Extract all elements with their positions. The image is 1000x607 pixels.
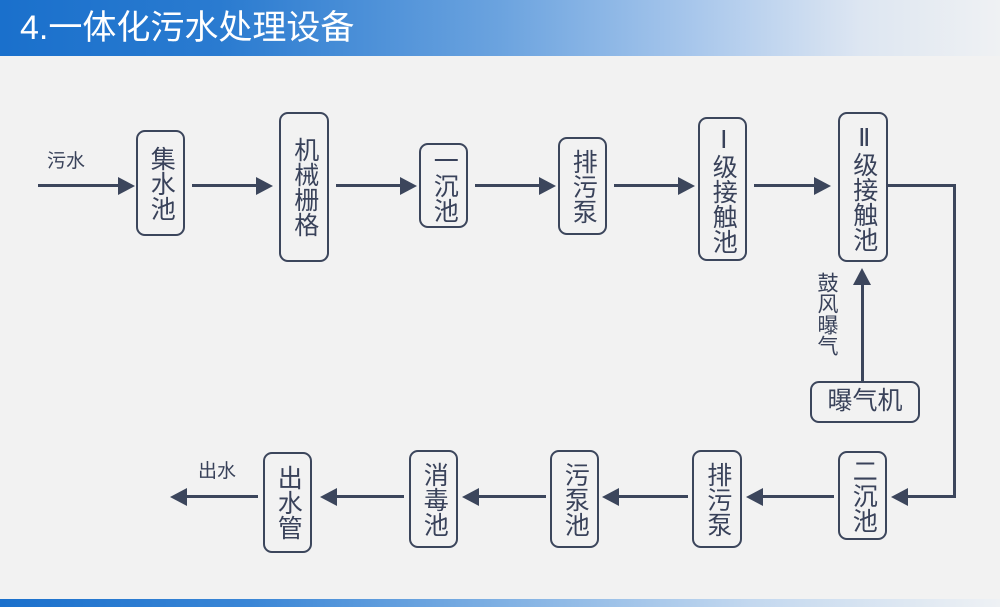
slide-header-bar: 4.一体化污水处理设备 (0, 0, 1000, 56)
edge-primary-settler-to-pump (475, 184, 543, 187)
node-label: 排污泵 (703, 461, 732, 537)
edge-aerator-to-contact2 (861, 285, 864, 381)
node-label: 排污泵 (569, 148, 598, 224)
node-disinfection-tank[interactable]: 消毒池 (409, 450, 458, 548)
arrowhead-pump-to-sludge-pump-tank (602, 488, 619, 506)
node-label: Ⅰ级接触池 (709, 124, 738, 254)
arrowhead-sludge-pump-tank-to-disinfection (462, 488, 479, 506)
arrowhead-pump-to-contact1 (678, 177, 695, 195)
edge-right-vertical-drop (953, 184, 956, 497)
node-label: 集水池 (147, 145, 176, 221)
annotation-blower-aeration: 鼓风曝气 (815, 272, 838, 356)
node-label: 曝气机 (827, 387, 903, 416)
node-label: 出水管 (274, 465, 303, 540)
arrowhead-primary-settler-to-pump (539, 177, 556, 195)
annotation-influent: 污水 (47, 151, 86, 172)
arrowhead-effluent (170, 488, 187, 506)
slide-footer-bar (0, 599, 1000, 607)
edge-outlet-pipe-to-effluent (186, 495, 258, 498)
node-sludge-pump-tank[interactable]: 污泵池 (550, 450, 599, 548)
node-sewage-pump-bottom[interactable]: 排污泵 (692, 450, 742, 548)
node-collection-tank[interactable]: 集水池 (136, 130, 185, 236)
node-primary-settling-tank[interactable]: 一沉池 (419, 143, 468, 228)
node-label: 污泵池 (561, 461, 590, 537)
edge-contact2-right-segment (888, 184, 956, 187)
annotation-effluent: 出水 (198, 461, 237, 482)
arrowhead-to-secondary-settler (891, 488, 908, 506)
arrowhead-collection-to-grating (256, 177, 273, 195)
arrowhead-disinfection-to-outlet-pipe (320, 488, 337, 506)
node-label: 消毒池 (420, 461, 449, 537)
edge-contact1-to-contact2 (754, 184, 818, 187)
edge-sludge-pump-tank-to-disinfection (478, 495, 546, 498)
node-label: Ⅱ级接触池 (849, 122, 878, 252)
node-secondary-settling-tank[interactable]: 二沉池 (838, 451, 887, 540)
edge-pump-to-contact1 (614, 184, 682, 187)
edge-collection-to-grating (192, 184, 260, 187)
node-label: 机械栅格 (290, 137, 319, 237)
edge-secondary-settler-to-pump (762, 495, 834, 498)
node-sewage-pump-top[interactable]: 排污泵 (558, 137, 607, 235)
edge-influent-to-collection (38, 184, 120, 187)
node-contact-tank-1[interactable]: Ⅰ级接触池 (698, 117, 747, 261)
edge-pump-to-sludge-pump-tank (618, 495, 688, 498)
arrowhead-aeration-up (853, 268, 871, 285)
edge-right-to-secondary-settler (908, 495, 956, 498)
arrowhead-contact1-to-contact2 (814, 177, 831, 195)
edge-grating-to-primary-settler (336, 184, 404, 187)
node-label: 二沉池 (849, 458, 878, 533)
edge-disinfection-to-outlet-pipe (336, 495, 404, 498)
node-contact-tank-2[interactable]: Ⅱ级接触池 (838, 112, 888, 262)
page-title: 4.一体化污水处理设备 (20, 9, 355, 47)
node-aerator[interactable]: 曝气机 (810, 381, 920, 423)
arrowhead-influent (118, 177, 135, 195)
node-mechanical-grating[interactable]: 机械栅格 (279, 112, 329, 262)
node-outlet-pipe[interactable]: 出水管 (263, 452, 312, 553)
node-label: 一沉池 (430, 148, 459, 223)
arrowhead-grating-to-primary-settler (400, 177, 417, 195)
arrowhead-secondary-settler-to-pump (746, 488, 763, 506)
